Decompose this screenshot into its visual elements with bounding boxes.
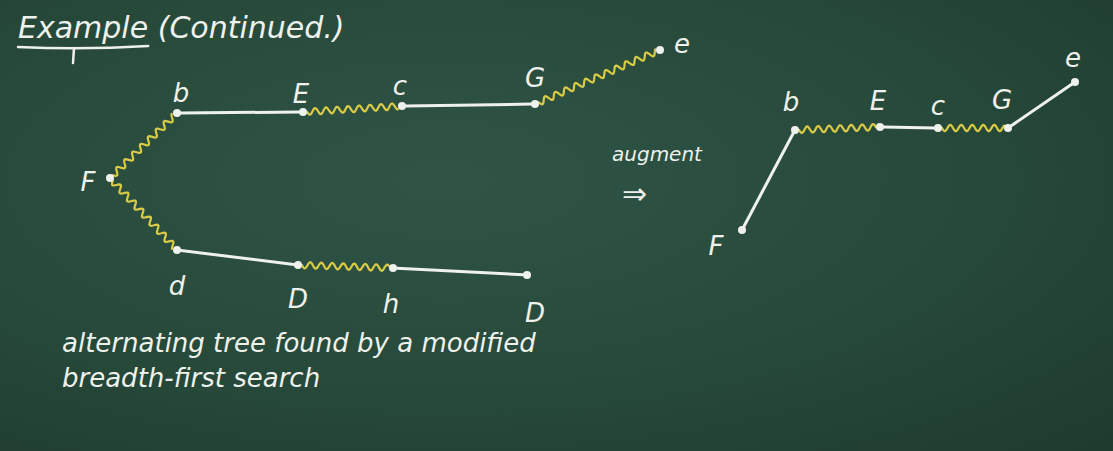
tree-edge xyxy=(397,268,523,275)
vertex-label: c xyxy=(393,71,407,101)
vertex: F xyxy=(738,226,746,234)
vertex-label: b xyxy=(783,87,800,117)
vertex: b xyxy=(791,126,799,134)
vertex: e xyxy=(656,46,664,54)
tree-edge xyxy=(744,134,793,227)
matching-edge xyxy=(113,114,173,176)
matching-edge xyxy=(302,262,389,271)
vertex-label: F xyxy=(81,167,96,197)
vertex: G xyxy=(1004,124,1012,132)
vertex: b xyxy=(173,109,181,117)
vertex-label: F xyxy=(709,231,724,261)
vertex-label: d xyxy=(169,271,186,301)
tree-edge xyxy=(406,104,531,106)
vertex-label: D xyxy=(525,298,545,328)
annotation: augment xyxy=(612,142,702,166)
caption: alternating tree found by a modified bre… xyxy=(62,326,542,396)
tree-edge xyxy=(884,126,934,130)
vertex-label: E xyxy=(870,86,886,116)
vertex-label: D xyxy=(288,284,308,314)
vertex-label: G xyxy=(992,85,1012,115)
vertex: e xyxy=(1071,78,1079,86)
vertex: D xyxy=(294,261,302,269)
vertex-label: E xyxy=(293,79,309,109)
implies-arrow: ⇒ xyxy=(622,176,647,211)
title-tick xyxy=(73,48,74,63)
vertex: E xyxy=(876,123,884,131)
matching-edge xyxy=(799,124,876,133)
vertex: c xyxy=(398,102,406,110)
vertex: E xyxy=(299,108,307,116)
matching-edge xyxy=(942,125,1004,131)
vertex: G xyxy=(531,100,539,108)
matching-edge xyxy=(112,181,173,249)
tree-edge xyxy=(181,251,294,265)
matching-edge xyxy=(307,104,398,115)
title-underline xyxy=(18,46,148,48)
vertex: F xyxy=(106,174,114,182)
tree-edge xyxy=(1011,84,1071,125)
vertex-label: h xyxy=(383,289,399,319)
matching-edge xyxy=(539,49,656,104)
vertex: D xyxy=(523,271,531,279)
vertex-label: e xyxy=(674,29,690,59)
vertex: d xyxy=(173,246,181,254)
vertex-label: b xyxy=(173,78,190,108)
vertex: c xyxy=(934,124,942,132)
vertex: h xyxy=(389,264,397,272)
vertex-label: G xyxy=(525,63,545,93)
vertex-label: c xyxy=(931,91,945,121)
title: Example (Continued.) xyxy=(18,10,345,45)
tree-edge xyxy=(181,112,299,113)
vertex-label: e xyxy=(1065,43,1081,73)
